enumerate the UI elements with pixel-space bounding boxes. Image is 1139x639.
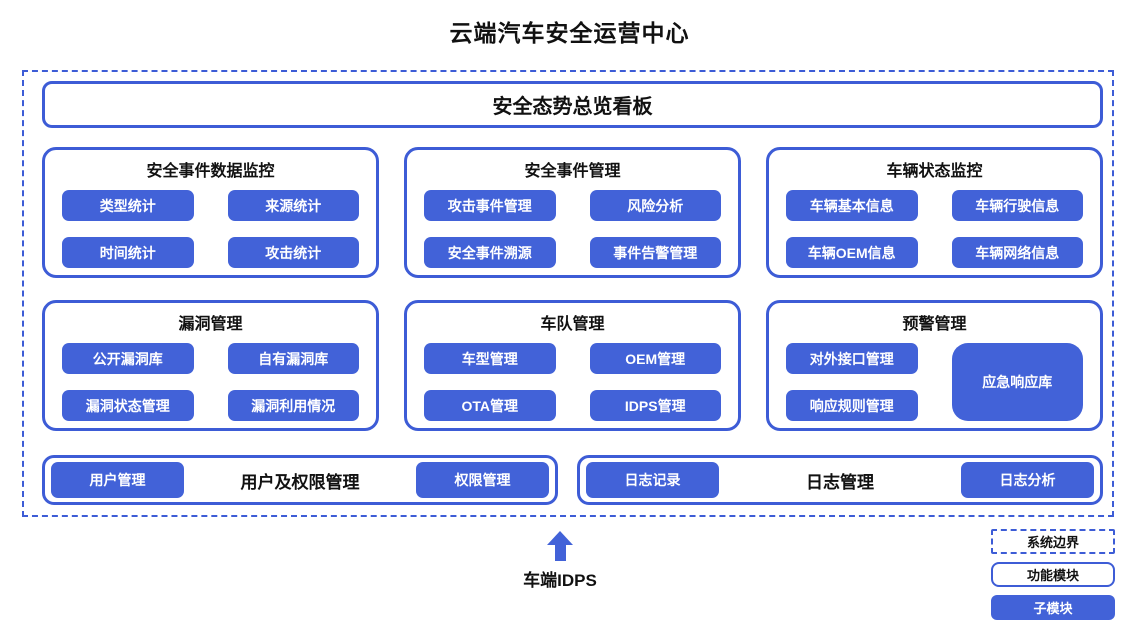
submodule: 用户管理: [51, 462, 184, 498]
module-title: 车队管理: [540, 316, 605, 333]
submodule: 风险分析: [589, 190, 721, 221]
submodule-grid: 攻击事件管理 风险分析 安全事件溯源 事件告警管理: [407, 181, 738, 268]
submodule-grid: 车型管理 OEM管理 OTA管理 IDPS管理: [407, 334, 738, 421]
module-vulnerability-management: 漏洞管理 公开漏洞库 自有漏洞库 漏洞状态管理 漏洞利用情况: [42, 300, 379, 431]
submodule: 车辆行驶信息: [951, 190, 1083, 221]
module-security-event-management: 安全事件管理 攻击事件管理 风险分析 安全事件溯源 事件告警管理: [404, 147, 741, 278]
submodule: 攻击事件管理: [424, 190, 556, 221]
module-title: 用户及权限管理: [240, 472, 360, 492]
system-boundary-border: [22, 70, 1114, 517]
submodule-grid: 类型统计 来源统计 时间统计 攻击统计: [45, 181, 376, 268]
submodule: 车型管理: [424, 343, 556, 374]
submodule: OEM管理: [589, 343, 721, 374]
submodule-grid: 公开漏洞库 自有漏洞库 漏洞状态管理 漏洞利用情况: [45, 334, 376, 421]
submodule-grid: 对外接口管理 应急响应库 响应规则管理: [769, 334, 1100, 421]
submodule: 车辆基本信息: [786, 190, 918, 221]
module-fleet-management: 车队管理 车型管理 OEM管理 OTA管理 IDPS管理: [404, 300, 741, 431]
module-log-management: 日志记录 日志管理 日志分析: [577, 455, 1103, 505]
submodule: OTA管理: [424, 390, 556, 421]
submodule: 权限管理: [416, 462, 549, 498]
submodule: 漏洞状态管理: [62, 390, 194, 421]
submodule: 公开漏洞库: [62, 343, 194, 374]
submodule: 响应规则管理: [786, 390, 918, 421]
submodule: 攻击统计: [227, 237, 359, 268]
module-early-warning-management: 预警管理 对外接口管理 应急响应库 响应规则管理: [766, 300, 1103, 431]
overview-dashboard-banner: 安全态势总览看板: [42, 81, 1103, 128]
submodule: 对外接口管理: [786, 343, 918, 374]
module-user-permission-management: 用户管理 用户及权限管理 权限管理: [42, 455, 558, 505]
submodule-emergency-response-library: 应急响应库: [951, 343, 1083, 421]
submodule: 安全事件溯源: [424, 237, 556, 268]
diagram-title: 云端汽车安全运营中心: [449, 20, 690, 46]
module-title: 日志管理: [806, 472, 874, 492]
module-vehicle-status-monitoring: 车辆状态监控 车辆基本信息 车辆行驶信息 车辆OEM信息 车辆网络信息: [766, 147, 1103, 278]
module-title: 车辆状态监控: [886, 163, 983, 180]
submodule: 日志记录: [586, 462, 719, 498]
submodule: 自有漏洞库: [227, 343, 359, 374]
module-security-event-data-monitoring: 安全事件数据监控 类型统计 来源统计 时间统计 攻击统计: [42, 147, 379, 278]
module-title: 漏洞管理: [178, 316, 243, 333]
legend-system-boundary: 系统边界: [991, 529, 1115, 554]
submodule-grid: 车辆基本信息 车辆行驶信息 车辆OEM信息 车辆网络信息: [769, 181, 1100, 268]
submodule: 类型统计: [62, 190, 194, 221]
module-title: 安全事件管理: [524, 163, 621, 180]
submodule: 日志分析: [961, 462, 1094, 498]
submodule: 漏洞利用情况: [227, 390, 359, 421]
module-title: 安全事件数据监控: [146, 163, 275, 180]
up-arrow-icon: [547, 531, 573, 561]
submodule: 时间统计: [62, 237, 194, 268]
module-title: 预警管理: [902, 316, 967, 333]
legend: 系统边界 功能模块 子模块: [991, 529, 1115, 620]
submodule: 来源统计: [227, 190, 359, 221]
submodule: IDPS管理: [589, 390, 721, 421]
legend-function-module: 功能模块: [991, 562, 1115, 587]
submodule: 车辆OEM信息: [786, 237, 918, 268]
vehicle-idps-label: 车端IDPS: [523, 571, 597, 590]
submodule: 事件告警管理: [589, 237, 721, 268]
legend-sub-module: 子模块: [991, 595, 1115, 620]
submodule: 车辆网络信息: [951, 237, 1083, 268]
